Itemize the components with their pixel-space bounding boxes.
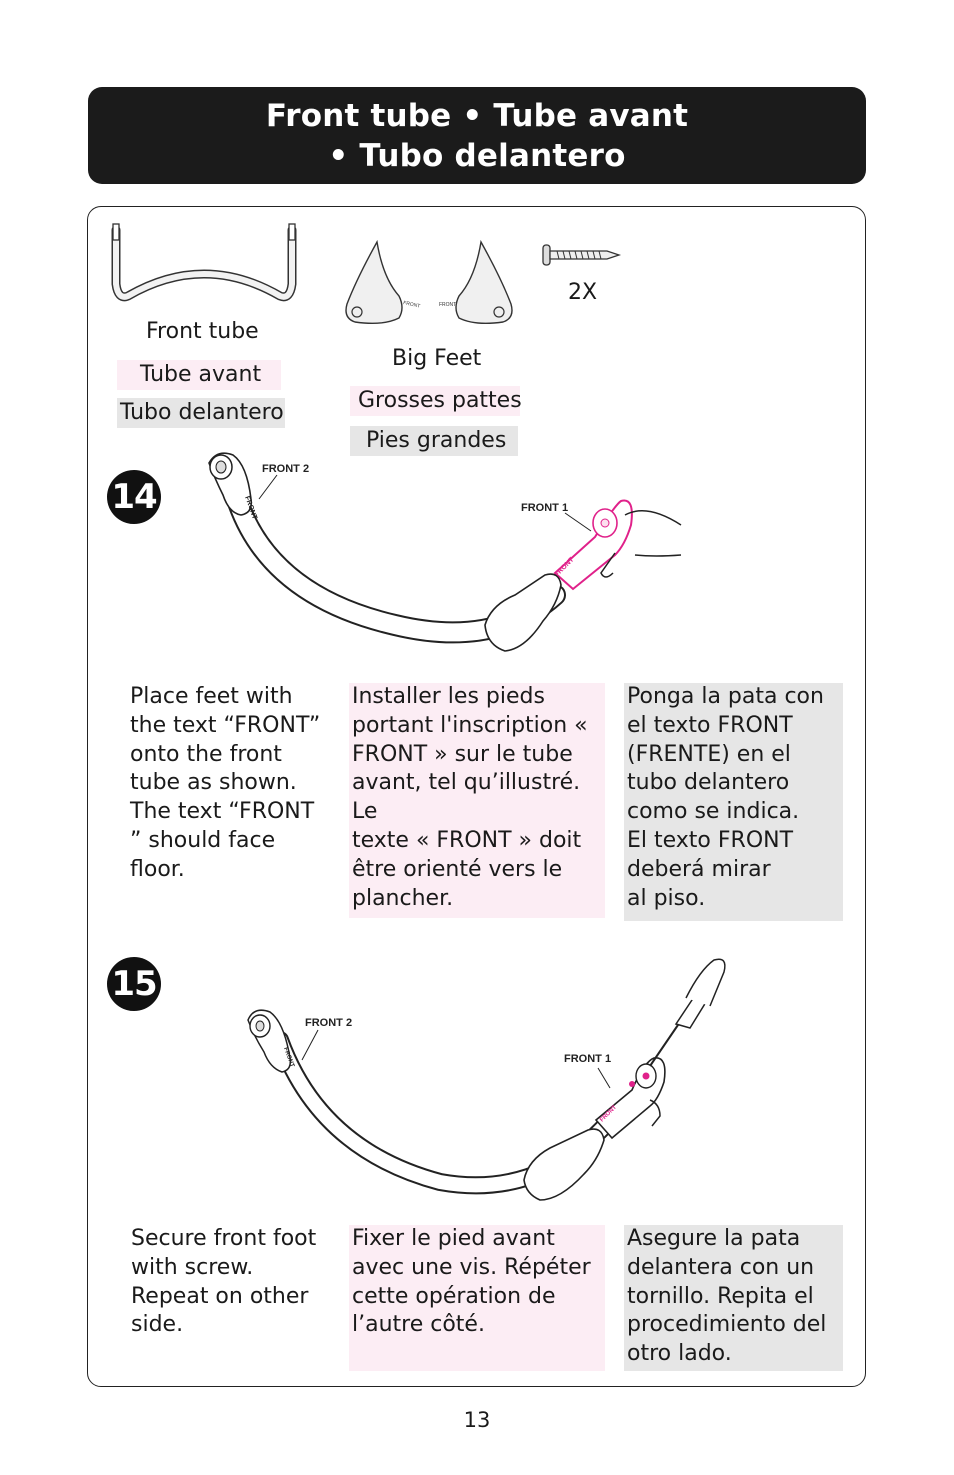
- front-tube-label-fr: Tube avant: [117, 360, 281, 390]
- foot-marking-label: FRONT: [403, 300, 421, 309]
- front-1-foot: FRONT: [594, 1057, 666, 1140]
- page-title-line-1: Front tube • Tube avant: [265, 97, 689, 134]
- page-number: 13: [463, 1408, 491, 1432]
- big-feet-illustration: FRONT FRONT: [345, 239, 513, 325]
- hand-illustration: [484, 510, 682, 652]
- step-14-illustration: FRONT FRONT 2 FRONT FRONT 1: [208, 452, 682, 652]
- screw-icon: [542, 244, 622, 266]
- front-tube-illustration: [111, 223, 297, 302]
- front-2-foot: FRONT: [208, 452, 258, 521]
- screw-quantity: 2X: [568, 280, 598, 305]
- callout-front-1: FRONT 1: [564, 1053, 611, 1065]
- callout-front-1: FRONT 1: [521, 502, 568, 514]
- callout-front-2: FRONT 2: [262, 463, 309, 475]
- big-feet-label-fr: Grosses pattes: [350, 386, 522, 416]
- big-feet-label-en: Big Feet: [392, 346, 482, 371]
- screwdriver-illustration: [649, 958, 726, 1067]
- page-title-line-2: • Tubo delantero: [328, 137, 626, 174]
- front-tube-label-en: Front tube: [146, 319, 259, 344]
- step-number-14: 14: [107, 470, 161, 524]
- big-feet-label-es: Pies grandes: [350, 426, 518, 456]
- hand-illustration: [523, 1099, 661, 1201]
- title-bar: Front tube • Tube avant • Tubo delantero: [88, 87, 866, 184]
- callout-front-2: FRONT 2: [305, 1017, 352, 1029]
- foot-marking-label: FRONT: [439, 302, 456, 308]
- front-2-foot: FRONT: [247, 1009, 295, 1073]
- instruction-panel: [87, 206, 866, 1387]
- front-tube-label-es: Tubo delantero: [117, 398, 285, 428]
- step-number-15: 15: [107, 957, 161, 1011]
- step-15-illustration: FRONT FRONT 2 FRONT FRONT 1: [247, 958, 726, 1201]
